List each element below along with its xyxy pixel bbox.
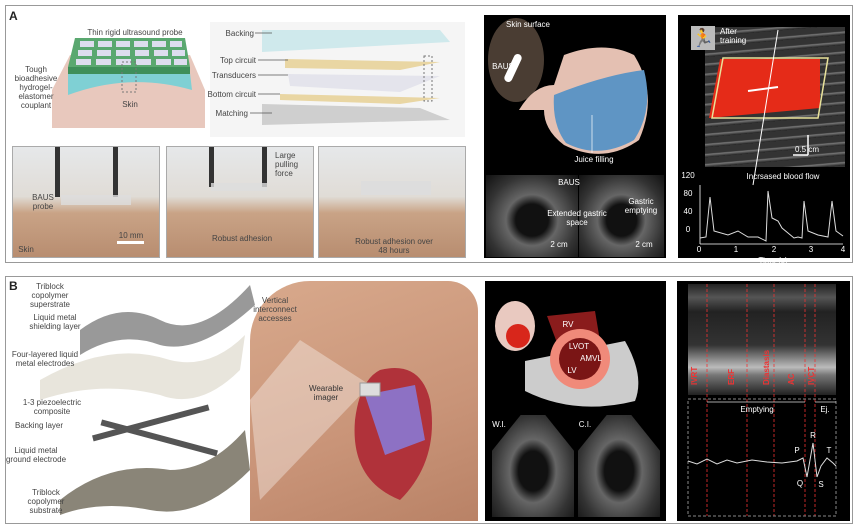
x-tick: 0 xyxy=(696,245,702,254)
y-tick: 120 xyxy=(681,171,695,180)
ecg-r-label: R xyxy=(810,431,816,440)
scale-label: 2 cm xyxy=(550,240,568,249)
y-tick: 80 xyxy=(683,189,693,198)
pulling-force-label: Large pulling force xyxy=(275,151,299,178)
skin-label: Skin xyxy=(18,245,34,254)
scale-bar xyxy=(117,241,144,244)
flexible-layers-illustration xyxy=(40,285,255,515)
blood-flow-panel: 🏃 After training 0.5 cm Incrsased blood … xyxy=(678,15,850,265)
ecg-p-label: P xyxy=(794,446,800,455)
skin-label: Skin xyxy=(122,100,138,109)
lvot-label: LVOT xyxy=(568,342,590,351)
ci-label: C.I. xyxy=(578,420,592,429)
probe-title: Thin rigid ultrasound probe xyxy=(87,28,183,37)
y-tick: 40 xyxy=(683,207,693,216)
panel-b-label: B xyxy=(9,279,18,293)
heart-imaging-panel: RV LVOT AMVL LV W.I. C.I. xyxy=(485,281,666,521)
x-tick: 3 xyxy=(808,245,814,254)
adhesion-48h-label: Robust adhesion over 48 hours xyxy=(355,237,433,255)
layer-label: Liquid metal ground electrode xyxy=(5,446,67,464)
phase-label: ERF xyxy=(727,369,736,385)
ultrasound-ci xyxy=(578,415,660,517)
x-tick: 4 xyxy=(840,245,846,254)
ecg-q-label: Q xyxy=(796,479,804,488)
wearable-imager-label: Wearable imager xyxy=(308,384,344,402)
juice-filling-label: Juice filling xyxy=(574,155,614,164)
baus-label: BAUS xyxy=(492,62,514,71)
ecg-t-label: T xyxy=(826,446,832,455)
layer-label: Top circuit xyxy=(219,56,256,65)
layer-label: Bottom circuit xyxy=(207,90,256,99)
after-training-label: After training xyxy=(720,27,747,45)
ej-label: Ej. xyxy=(820,405,830,414)
photo-pulling-force: Large pulling force Robust adhesion xyxy=(166,146,314,258)
skin-surface-label: Skin surface xyxy=(505,20,551,29)
couplant-label: Tough bioadhesive hydrogel-elastomer cou… xyxy=(14,65,58,110)
layer-label: Four-layered liquid metal electrodes xyxy=(11,350,79,368)
layer-label: Backing xyxy=(225,29,254,38)
running-icon: 🏃 xyxy=(691,26,715,50)
layer-label: Backing layer xyxy=(14,421,64,430)
probe-illustration xyxy=(52,38,205,128)
stomach-panel: Skin surface BAUS Juice filling BAUS Ext… xyxy=(484,15,666,258)
layer-label: Triblock copolymer substrate xyxy=(27,488,65,515)
phase-label: IVRT xyxy=(690,366,699,385)
scale-label: 2 cm xyxy=(635,240,653,249)
y-tick: 0 xyxy=(685,225,691,234)
flow-caption: Incrsased blood flow xyxy=(746,172,820,181)
robust-adhesion-label: Robust adhesion xyxy=(211,234,273,243)
wi-label: W.I. xyxy=(492,420,506,429)
heart-illustration xyxy=(354,368,432,500)
ecg-s-label: S xyxy=(818,480,824,489)
m-mode-image xyxy=(688,284,836,395)
lv-label: LV xyxy=(567,366,577,375)
phase-label: IVCT xyxy=(807,366,816,385)
panel-a-label: A xyxy=(9,9,18,23)
scale-label: 0.5 cm xyxy=(794,145,819,154)
vertical-interconnect-label: Vertical interconnect accesses xyxy=(253,296,297,323)
layer-label: Triblock copolymer superstrate xyxy=(29,282,71,309)
x-axis-label: Time (s) xyxy=(758,256,788,265)
layer-label: 1-3 piezoelectric composite xyxy=(22,398,82,416)
emptying-label: Emptying xyxy=(740,405,774,414)
gastric-emptying-label: Gastric emptying xyxy=(624,197,658,215)
rv-label: RV xyxy=(562,320,574,329)
ultrasound-image-emptying xyxy=(579,175,664,257)
extended-space-label: Extended gastric space xyxy=(547,209,607,227)
us-baus-label: BAUS xyxy=(558,178,580,187)
layer-label: Transducers xyxy=(211,71,256,80)
photo-48-hours: Robust adhesion over 48 hours xyxy=(318,146,466,258)
ultrasound-wi xyxy=(492,415,574,517)
scale-label: 10 mm xyxy=(118,231,144,240)
layers-illustration xyxy=(210,22,465,137)
layer-label: Matching xyxy=(215,109,248,118)
x-tick: 2 xyxy=(771,245,777,254)
x-tick: 1 xyxy=(733,245,739,254)
phase-label: Diastasis xyxy=(762,349,771,385)
layer-label: Liquid metal shielding layer xyxy=(29,313,81,331)
amvl-label: AMVL xyxy=(580,354,602,363)
baus-probe-label: BAUS probe xyxy=(32,193,54,211)
photo-probe-on-skin: BAUS probe Skin 10 mm xyxy=(12,146,160,258)
ultrasound-image-extended xyxy=(486,175,578,257)
phase-label: AC xyxy=(787,373,796,385)
m-mode-panel: IVRT ERF Diastasis AC IVCT Emptying Ej. … xyxy=(677,281,850,521)
